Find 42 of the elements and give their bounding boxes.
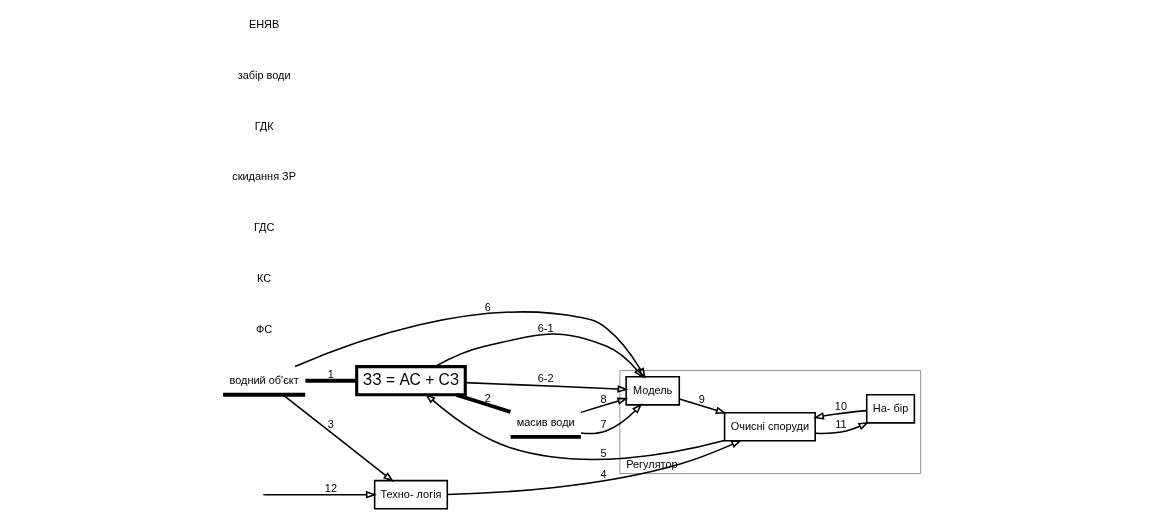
label: ФС	[256, 322, 273, 335]
arrow	[434, 333, 644, 379]
arrow	[813, 409, 868, 420]
node-box: ЗЗ = АС + СЗ	[355, 365, 467, 397]
edge-label: 9	[698, 392, 705, 405]
edge-label: 5	[600, 446, 607, 459]
arrow	[580, 403, 643, 435]
label: ЕНЯВ	[248, 18, 280, 31]
edge-label: 4	[600, 467, 607, 480]
arrow	[580, 397, 629, 414]
node-box: Техно- логія	[373, 479, 449, 510]
edge-label: 1	[327, 367, 334, 380]
edge-label: 6-2	[537, 371, 554, 384]
node-box: На- бір	[865, 393, 916, 424]
node-box: Очисні споруди	[723, 411, 816, 442]
label: забір води	[237, 68, 291, 81]
node-text: водний об'єкт	[229, 373, 299, 386]
connector	[455, 392, 512, 414]
label: скидання ЗР	[232, 170, 296, 183]
label: ГДС	[253, 221, 275, 234]
edge-label: 11	[835, 417, 847, 430]
edge-label: 12	[324, 481, 337, 494]
edge-label: 3	[327, 418, 334, 431]
label: ГДК	[254, 119, 274, 132]
arrow	[282, 394, 394, 482]
edge-label: 10	[834, 399, 848, 412]
arrow	[294, 311, 646, 379]
arrow	[446, 439, 743, 496]
arrow	[424, 393, 726, 461]
arrow	[678, 398, 727, 414]
edge-label: 8	[600, 392, 607, 405]
edge-label: 2	[484, 391, 491, 404]
node-text: масив води	[516, 415, 575, 428]
arrow	[264, 490, 377, 499]
edge-label: 6-1	[537, 321, 554, 334]
label: КС	[257, 272, 272, 285]
edge-label: 6	[484, 300, 491, 313]
arrow	[464, 381, 629, 393]
connector	[305, 378, 357, 383]
node-box: Модель	[625, 376, 681, 406]
arrow	[814, 421, 870, 435]
edge-label: 7	[600, 417, 607, 430]
